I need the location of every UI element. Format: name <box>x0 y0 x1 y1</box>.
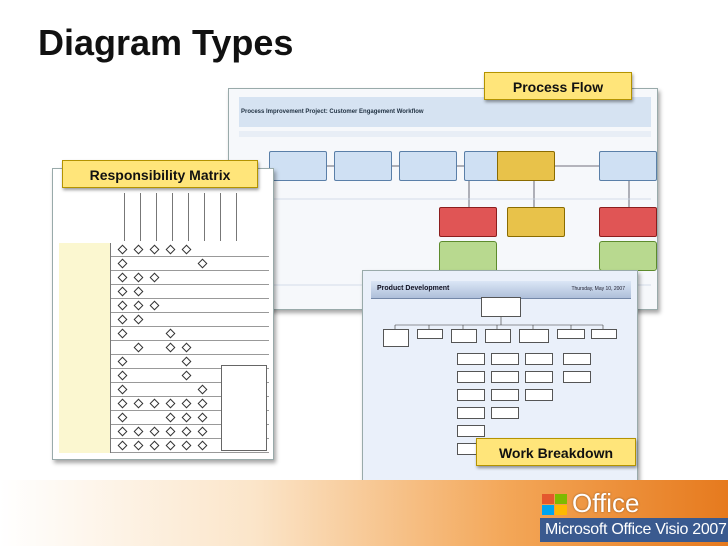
pf-lane-strip <box>239 131 651 137</box>
matrix-row <box>59 355 269 369</box>
wbs-node <box>525 371 553 383</box>
wbs-node <box>519 329 549 343</box>
wbs-node <box>525 353 553 365</box>
matrix-row <box>59 397 269 411</box>
responsibility-matrix-thumbnail <box>52 168 274 460</box>
wbs-root-node <box>481 297 521 317</box>
pf-note <box>599 241 657 271</box>
work-breakdown-label: Work Breakdown <box>476 438 636 466</box>
matrix-column-header <box>207 193 221 241</box>
pf-note <box>439 241 497 275</box>
office-wordmark: Office <box>572 488 640 518</box>
pf-step-box <box>599 151 657 181</box>
wbs-node <box>491 371 519 383</box>
matrix-row <box>59 411 269 425</box>
matrix-column-header <box>191 193 205 241</box>
wbs-node <box>457 389 485 401</box>
matrix-column-header <box>223 193 237 241</box>
matrix-row <box>59 257 269 271</box>
wbs-node <box>563 371 591 383</box>
product-name-band <box>540 518 728 542</box>
matrix-column-header <box>111 193 125 241</box>
wbs-node <box>485 329 511 343</box>
process-flow-diagram-title: Process Improvement Project: Customer En… <box>241 109 424 115</box>
product-name: Microsoft Office Visio 2007 <box>545 521 727 538</box>
wbs-node <box>457 371 485 383</box>
matrix-row <box>59 313 269 327</box>
matrix-column-header <box>159 193 173 241</box>
pf-step-box <box>599 207 657 237</box>
matrix-row <box>59 327 269 341</box>
wbs-node <box>383 329 409 347</box>
wbs-node <box>557 329 585 339</box>
pf-step-box <box>269 151 327 181</box>
wbs-connectors <box>394 317 604 329</box>
wbs-node <box>563 353 591 365</box>
matrix-row <box>59 439 269 453</box>
wbs-node <box>451 329 477 343</box>
responsibility-matrix-label: Responsibility Matrix <box>62 160 258 188</box>
pf-step-box <box>439 207 497 237</box>
matrix-row <box>59 425 269 439</box>
matrix-row <box>59 369 269 383</box>
wbs-node <box>457 353 485 365</box>
wbs-node <box>417 329 443 339</box>
office-logo-icon <box>542 494 568 516</box>
wbs-node <box>457 425 485 437</box>
matrix-row <box>59 271 269 285</box>
matrix-column-header <box>127 193 141 241</box>
wbs-node <box>491 407 519 419</box>
wbs-node <box>457 407 485 419</box>
wbs-node <box>591 329 617 339</box>
wbs-date: Thursday, May 10, 2007 <box>571 286 625 292</box>
wbs-node <box>491 353 519 365</box>
matrix-row <box>59 299 269 313</box>
pf-step-box <box>334 151 392 181</box>
pf-step-box <box>497 151 555 181</box>
slide-title: Diagram Types <box>38 22 294 63</box>
pf-step-box <box>399 151 457 181</box>
matrix-column-header <box>143 193 157 241</box>
wbs-diagram-title: Product Development <box>377 285 450 292</box>
wbs-node <box>525 389 553 401</box>
pf-step-box <box>507 207 565 237</box>
matrix-legend <box>221 365 267 451</box>
matrix-row <box>59 341 269 355</box>
pf-header-band <box>239 97 651 127</box>
matrix-row <box>59 383 269 397</box>
process-flow-label: Process Flow <box>484 72 632 100</box>
wbs-node <box>491 389 519 401</box>
matrix-row <box>59 243 269 257</box>
matrix-column-header <box>175 193 189 241</box>
matrix-row <box>59 285 269 299</box>
